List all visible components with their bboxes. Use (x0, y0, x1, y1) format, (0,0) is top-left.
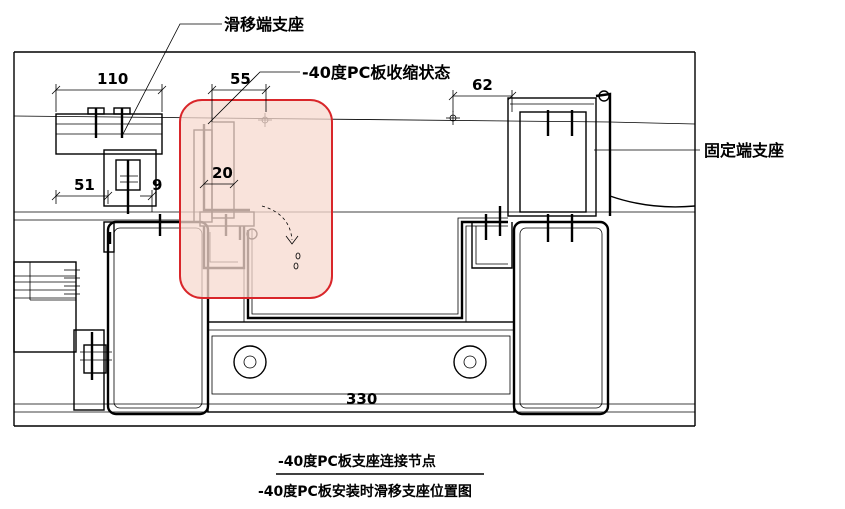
left-panel-block (13, 261, 80, 353)
label-contraction-state: -40度PC板收缩状态 (302, 63, 450, 82)
dim-51: 51 (74, 176, 95, 194)
label-sliding-support: 滑移端支座 (224, 15, 304, 34)
left-column (103, 220, 210, 416)
motion-arrow (261, 205, 301, 270)
dim-62: 62 (472, 76, 493, 94)
leader-lines (121, 23, 700, 151)
dim-55: 55 (230, 70, 251, 88)
contraction-highlight (179, 99, 333, 299)
caption-position-title: -40度PC板安装时滑移支座位置图 (258, 483, 472, 500)
dim-330: 330 (346, 390, 377, 408)
label-fixed-support: 固定端支座 (704, 141, 784, 160)
dim-9: 9 (152, 176, 162, 194)
dimension-lines (51, 84, 517, 413)
caption-node-title: -40度PC板支座连接节点 (278, 453, 436, 470)
fixed-support-hardware (484, 90, 696, 242)
right-column (512, 220, 610, 416)
dim-110: 110 (97, 70, 128, 88)
dim-20: 20 (212, 164, 233, 182)
sliding-support-hardware (55, 107, 163, 244)
left-bracket (73, 329, 112, 411)
